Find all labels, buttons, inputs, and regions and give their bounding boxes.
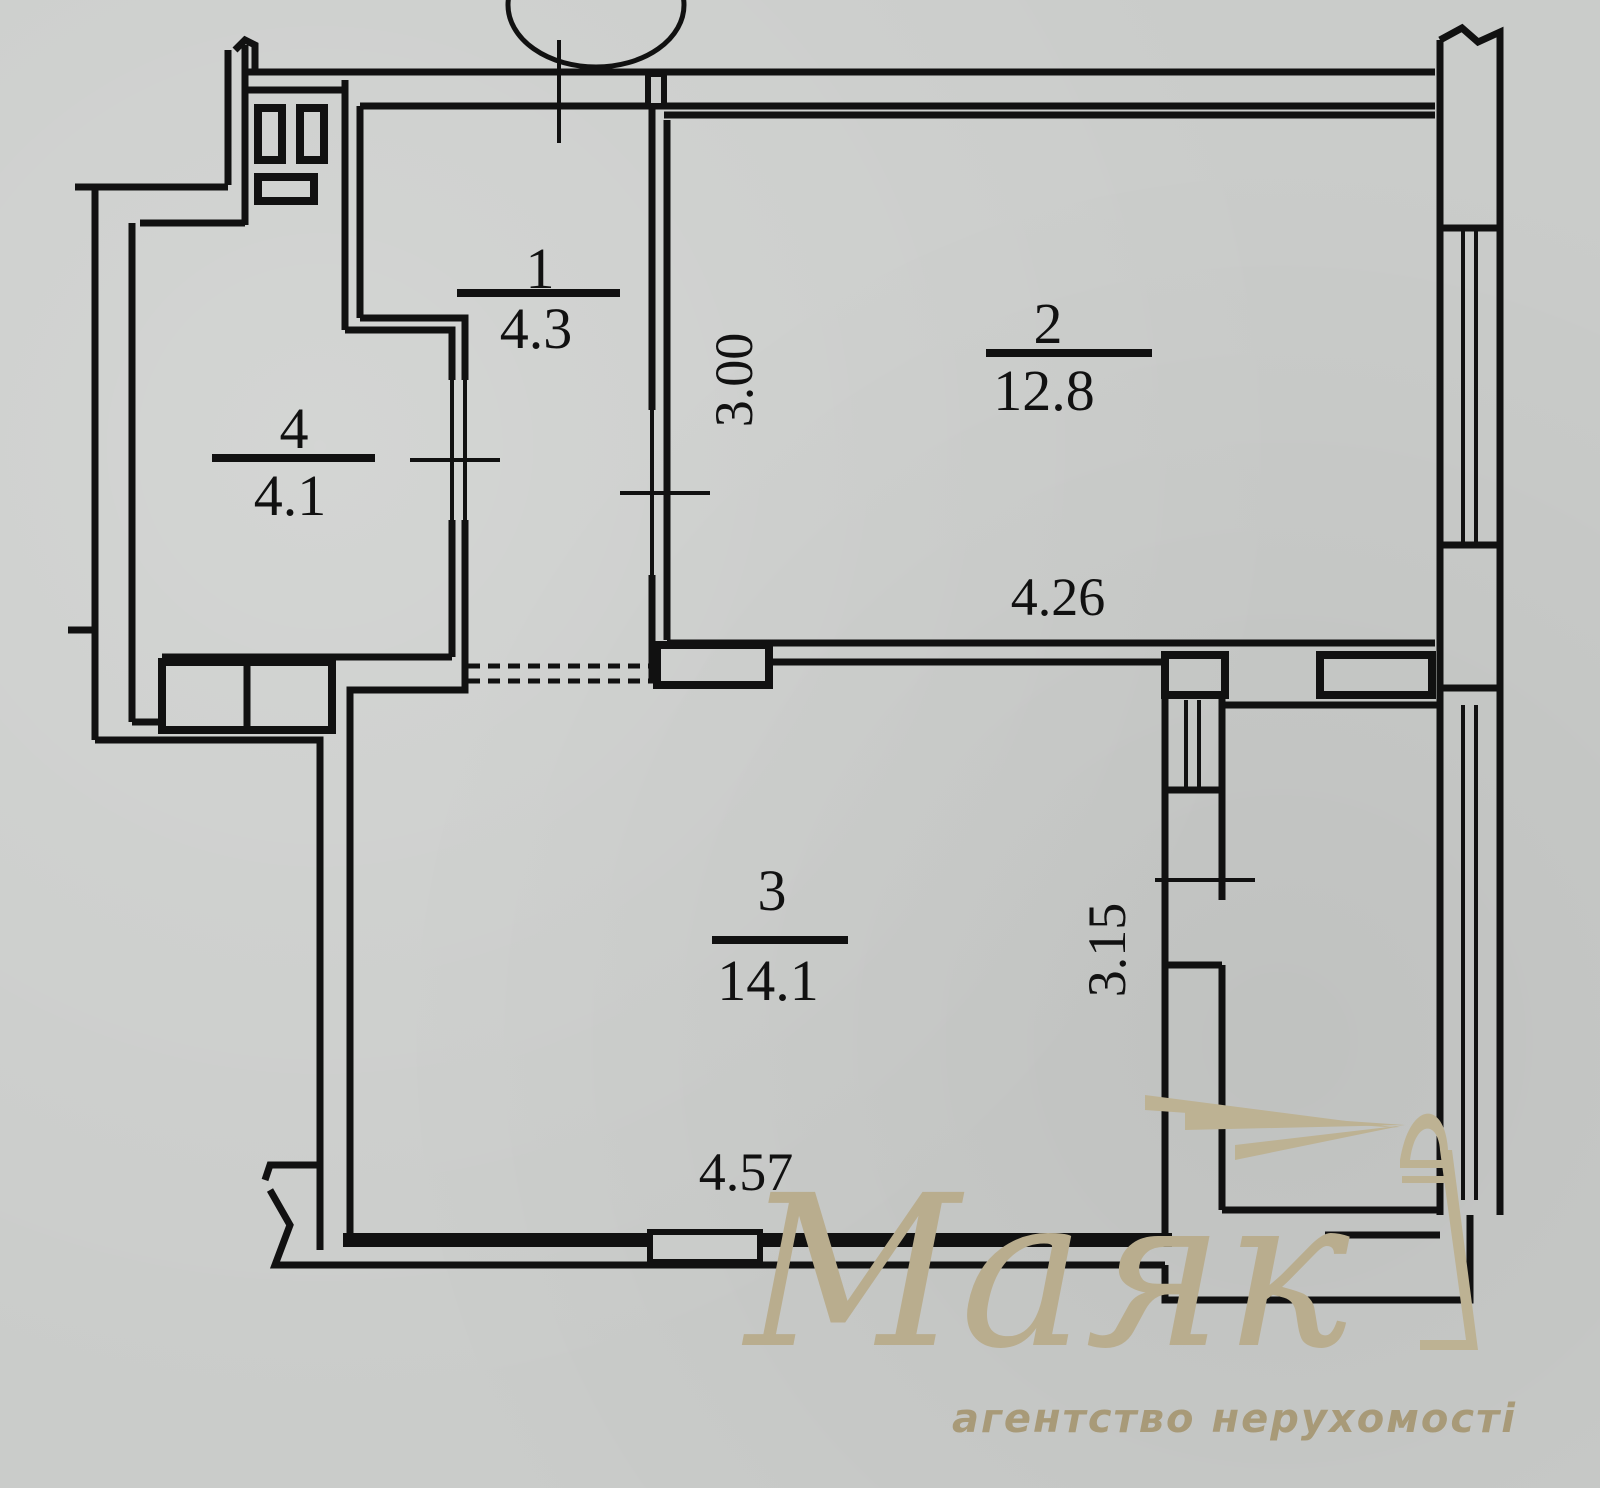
corridor-opening [468,663,655,684]
agency-watermark: Маяк агентство нерухомості [741,1095,1517,1442]
entrance-marker-icon [505,0,687,143]
dimension-room2-height: 3.00 [704,333,764,428]
dimension-room3-width: 4.57 [699,1142,794,1202]
room-4-walls [68,183,500,1250]
wall-right [1436,23,1504,1215]
room-2-number: 2 [1034,291,1063,356]
loggia-walls [1155,651,1440,1239]
room-2-label: 2 12.8 [986,291,1152,423]
room-3-number: 3 [758,858,787,923]
room-1-area: 4.3 [500,296,573,361]
room-4-label: 4 4.1 [212,396,375,528]
watermark-brand: Маяк [741,1150,1350,1395]
room-2-area: 12.8 [993,358,1095,423]
room-4-area: 4.1 [254,463,327,528]
wall-room1-room2 [620,106,1435,689]
watermark-tagline: агентство нерухомості [952,1396,1517,1442]
dimension-room2-width: 4.26 [1011,567,1106,627]
wall-bottom [261,1161,1474,1304]
wall-top [245,68,1435,119]
room-3-label: 3 14.1 [712,858,848,1013]
dimension-room3-height: 3.15 [1077,903,1137,998]
ventilation-shaft [224,35,364,330]
room-1-label: 1 4.3 [457,236,620,361]
lighthouse-icon [1145,1095,1478,1350]
room-4-number: 4 [280,396,309,461]
room-3-area: 14.1 [717,948,819,1013]
